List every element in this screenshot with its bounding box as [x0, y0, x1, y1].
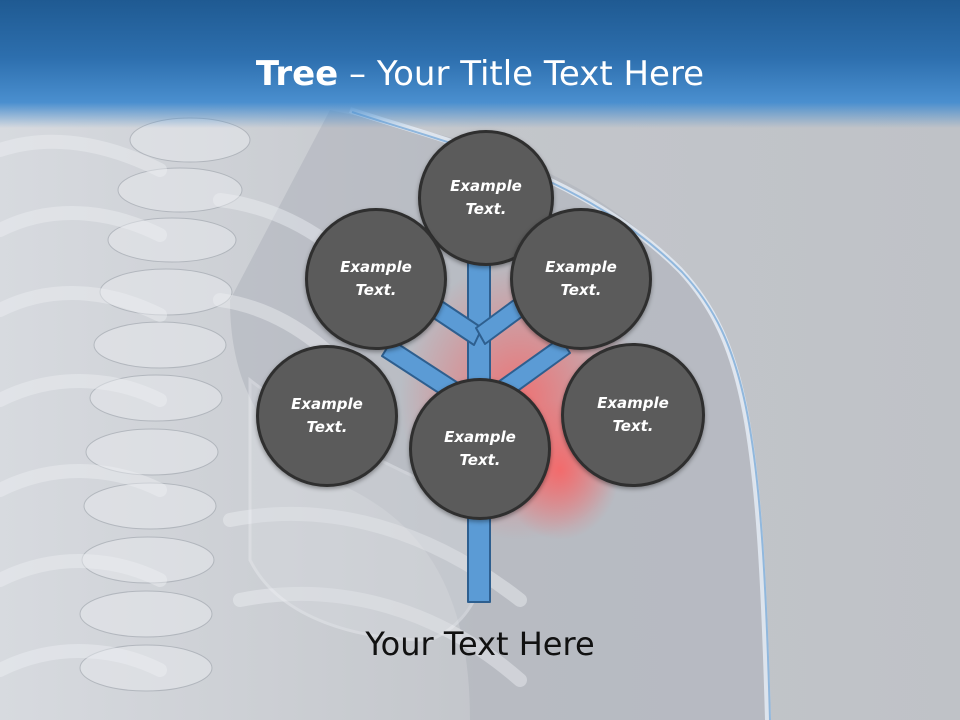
tree-node-upper-left[interactable]: Example Text.	[305, 208, 447, 350]
footer-text: Your Text Here	[365, 625, 595, 663]
title-bold-word: Tree	[255, 54, 339, 94]
tree-node-upper-right[interactable]: Example Text.	[510, 208, 652, 350]
node-label: Example Text.	[291, 395, 363, 436]
title-rest: – Your Title Text Here	[338, 54, 705, 94]
node-label: Example Text.	[444, 428, 516, 469]
title-band	[0, 0, 960, 128]
node-label: Example Text.	[545, 258, 617, 299]
slide-title: Tree – Your Title Text Here	[0, 52, 960, 96]
tree-node-center[interactable]: Example Text.	[409, 378, 551, 520]
node-label: Example Text.	[340, 258, 412, 299]
node-label: Example Text.	[450, 177, 522, 218]
node-label: Example Text.	[597, 394, 669, 435]
tree-node-lower-left[interactable]: Example Text.	[256, 345, 398, 487]
tree-node-lower-right[interactable]: Example Text.	[561, 343, 705, 487]
